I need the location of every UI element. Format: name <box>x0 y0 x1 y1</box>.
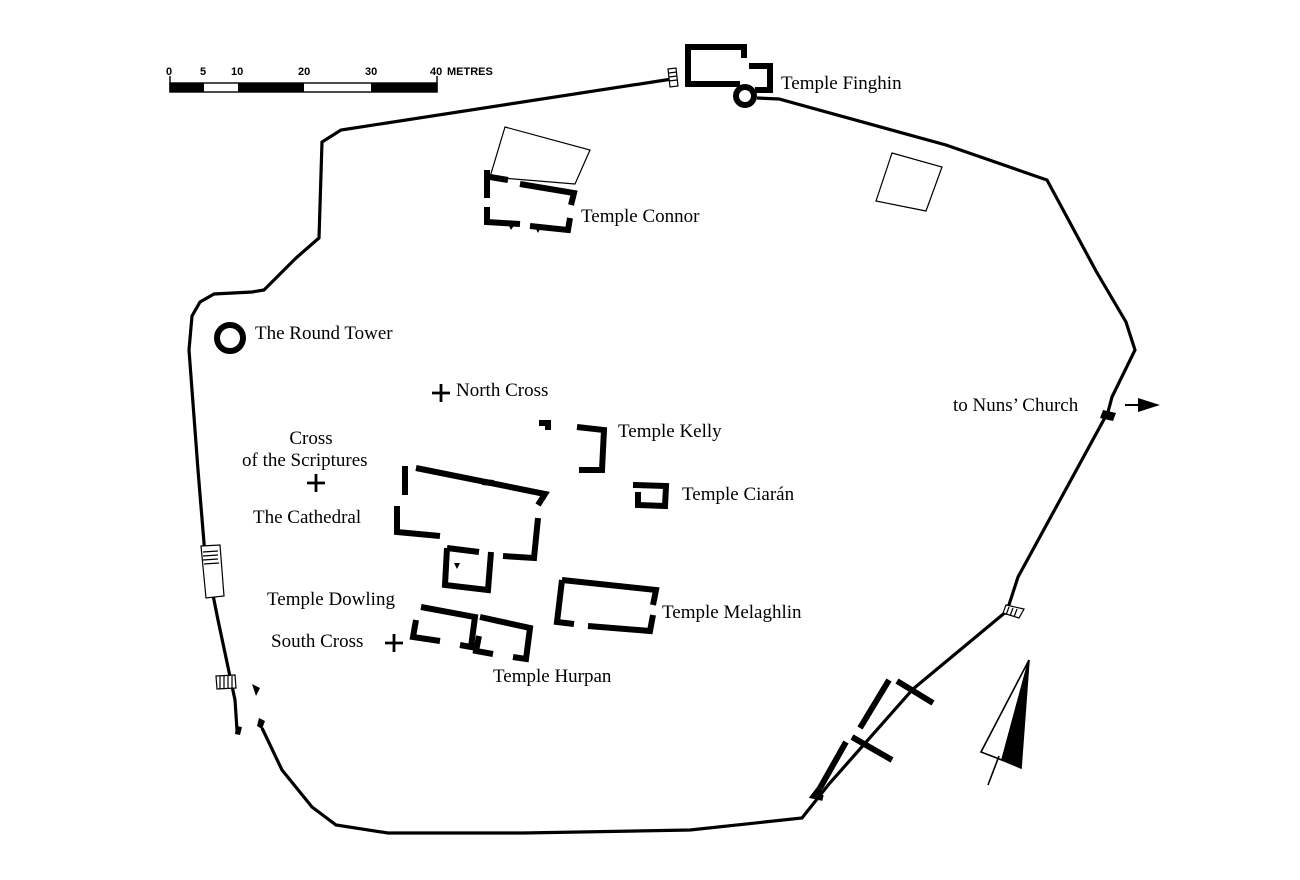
temple-finghin-building <box>685 44 773 108</box>
label-temple-connor: Temple Connor <box>581 206 700 227</box>
scale-tick-30: 30 <box>365 66 378 78</box>
label-temple-kelly: Temple Kelly <box>618 421 722 442</box>
scale-unit-label: METRES <box>447 66 493 78</box>
temple-dowling-building <box>409 604 479 651</box>
west-gate-steps <box>200 544 225 599</box>
north-cross-symbol <box>432 384 450 402</box>
label-round-tower: The Round Tower <box>255 323 393 344</box>
cross-of-the-scriptures-symbol <box>307 474 325 492</box>
label-temple-hurpan: Temple Hurpan <box>493 666 612 687</box>
temple-melaghlin-building <box>553 577 660 635</box>
cathedral-building <box>394 465 550 594</box>
label-temple-melaghlin: Temple Melaghlin <box>662 602 802 623</box>
scale-tick-5: 5 <box>200 66 207 78</box>
label-temple-finghin: Temple Finghin <box>781 73 902 94</box>
east-gate-steps <box>1002 604 1025 619</box>
label-temple-ciaran: Temple Ciarán <box>682 484 795 505</box>
scale-bar <box>169 76 438 93</box>
label-north-cross: North Cross <box>456 380 549 401</box>
gate-terminal-marker <box>252 684 260 696</box>
label-cross-scriptures-line1: Cross <box>289 428 333 449</box>
label-nuns-church: to Nuns’ Church <box>953 395 1079 416</box>
temple-connor-building <box>484 126 591 234</box>
label-cathedral: The Cathedral <box>253 507 362 528</box>
temple-hurpan-building <box>472 614 534 663</box>
south-cross-symbol <box>385 634 403 652</box>
label-temple-dowling: Temple Dowling <box>267 589 395 610</box>
label-cross-scriptures-line2: of the Scriptures <box>242 450 368 471</box>
north-arrow-icon <box>979 659 1030 786</box>
scale-tick-0: 0 <box>166 66 173 78</box>
gate-terminal-marker <box>257 718 265 729</box>
arrow-right-icon <box>1125 398 1160 412</box>
scale-tick-20: 20 <box>298 66 311 78</box>
temple-ciaran-building <box>632 482 670 510</box>
scale-tick-10: 10 <box>231 66 244 78</box>
south-west-gate-steps <box>215 674 237 690</box>
gate-terminal-marker <box>235 726 242 735</box>
scale-tick-40: 40 <box>430 66 443 78</box>
north-gate-steps <box>667 67 679 88</box>
south-east-buildings <box>808 678 935 801</box>
label-south-cross: South Cross <box>271 631 364 652</box>
round-tower-symbol <box>214 322 246 354</box>
east-gate-opening <box>1100 410 1116 421</box>
enclosure-plot-square <box>875 152 943 212</box>
temple-kelly-building <box>539 420 608 473</box>
